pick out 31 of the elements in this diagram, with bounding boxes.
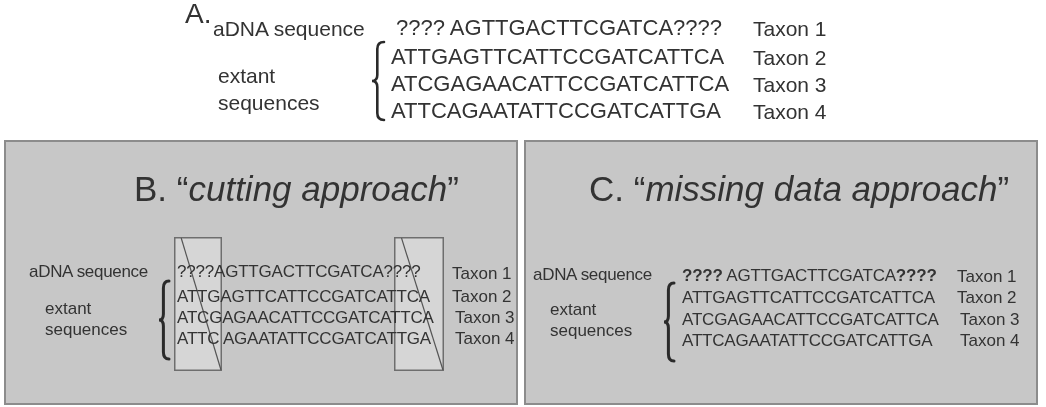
taxon-label: Taxon 1 [753,15,827,41]
taxon-label: Taxon 3 [960,310,1020,330]
group-label: extant sequences [550,298,634,341]
sequence-text: ATCGAGAACATTCCGATCATTCA [391,71,730,97]
taxon-label: Taxon 2 [753,44,827,70]
panel-letter: A. [185,0,212,31]
sequence-text: ATTGAGTTCATTCCGATCATTCA [391,44,725,70]
group-label: extant sequences [45,297,129,340]
taxon-label: Taxon 4 [753,98,827,124]
row-label: aDNA sequence [29,262,148,282]
taxon-label: Taxon 1 [452,264,512,284]
group-label: extant sequences [218,62,321,116]
sequence-text: ATTCAGAATATTCCGATCATTGA [682,331,933,351]
taxon-label: Taxon 2 [957,288,1017,308]
sequence-text: ATCGAGAACATTCCGATCATTCA [682,310,939,330]
row-label: aDNA sequence [213,15,365,41]
row-label: aDNA sequence [533,265,652,285]
sequence-text: ???? AGTTGACTTCGATCA???? [396,15,723,41]
panel [524,140,1038,405]
taxon-label: Taxon 1 [957,267,1017,287]
sequence-text: ???? AGTTGACTTCGATCA???? [682,266,937,286]
taxon-label: Taxon 4 [960,331,1020,351]
taxon-label: Taxon 3 [455,308,515,328]
panel-heading: C. “missing data approach” [589,168,1010,210]
sequence-text: ATTCAGAATATTCCGATCATTGA [391,98,721,124]
taxon-label: Taxon 4 [455,329,515,349]
sequence-text: ATTGAGTTCATTCCGATCATTCA [682,288,935,308]
taxon-label: Taxon 2 [452,287,512,307]
panel [4,140,518,405]
taxon-label: Taxon 3 [753,71,827,97]
panel-heading: B. “cutting approach” [134,168,459,210]
